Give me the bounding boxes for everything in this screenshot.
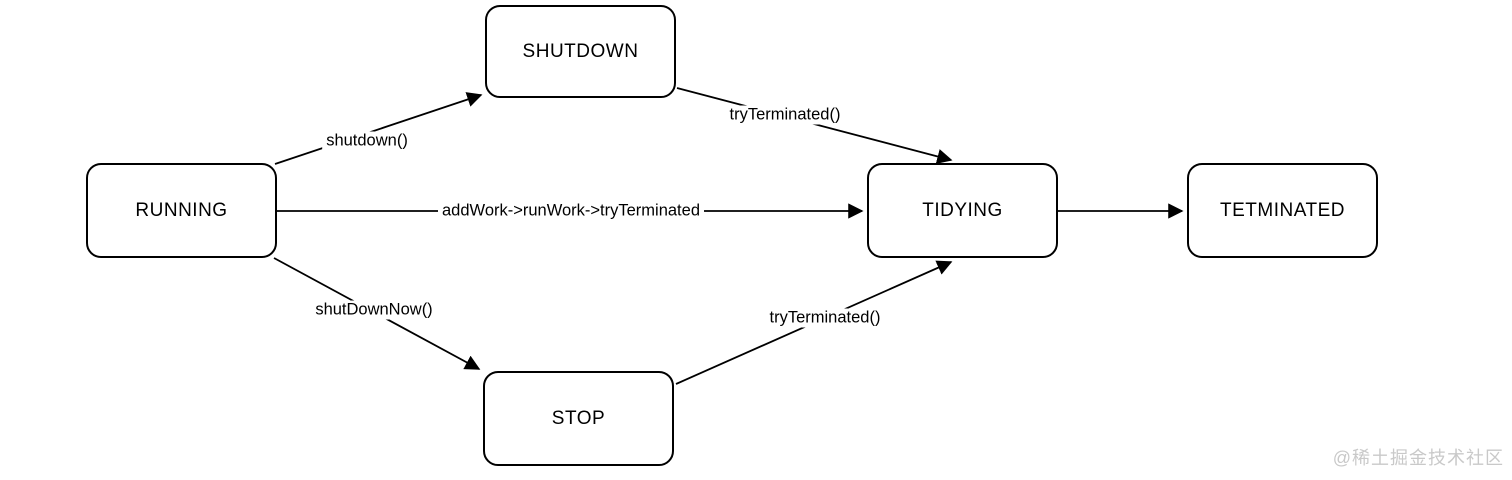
state-node-terminated: TETMINATED — [1187, 163, 1378, 258]
state-node-running: RUNNING — [86, 163, 277, 258]
state-node-stop: STOP — [483, 371, 674, 466]
state-label-tidying: TIDYING — [922, 199, 1003, 221]
state-node-shutdown: SHUTDOWN — [485, 5, 676, 98]
edge-label-shutdown: shutdown() — [322, 131, 412, 151]
state-label-shutdown: SHUTDOWN — [522, 40, 639, 62]
edge-running-shutdown — [274, 92, 483, 165]
state-label-running: RUNNING — [135, 199, 228, 221]
edge-label-tryterminated-bottom: tryTerminated() — [765, 308, 885, 328]
watermark-text: @稀土掘金技术社区 — [1332, 448, 1504, 468]
state-label-terminated: TETMINATED — [1220, 199, 1345, 221]
state-label-stop: STOP — [551, 407, 606, 429]
edge-label-tryterminated-top: tryTerminated() — [725, 105, 845, 125]
edge-label-addwork-runwork-tryterminated: addWork->runWork->tryTerminated — [438, 201, 704, 221]
state-node-tidying: TIDYING — [867, 163, 1058, 258]
edge-label-shutdownnow: shutDownNow() — [311, 300, 437, 320]
